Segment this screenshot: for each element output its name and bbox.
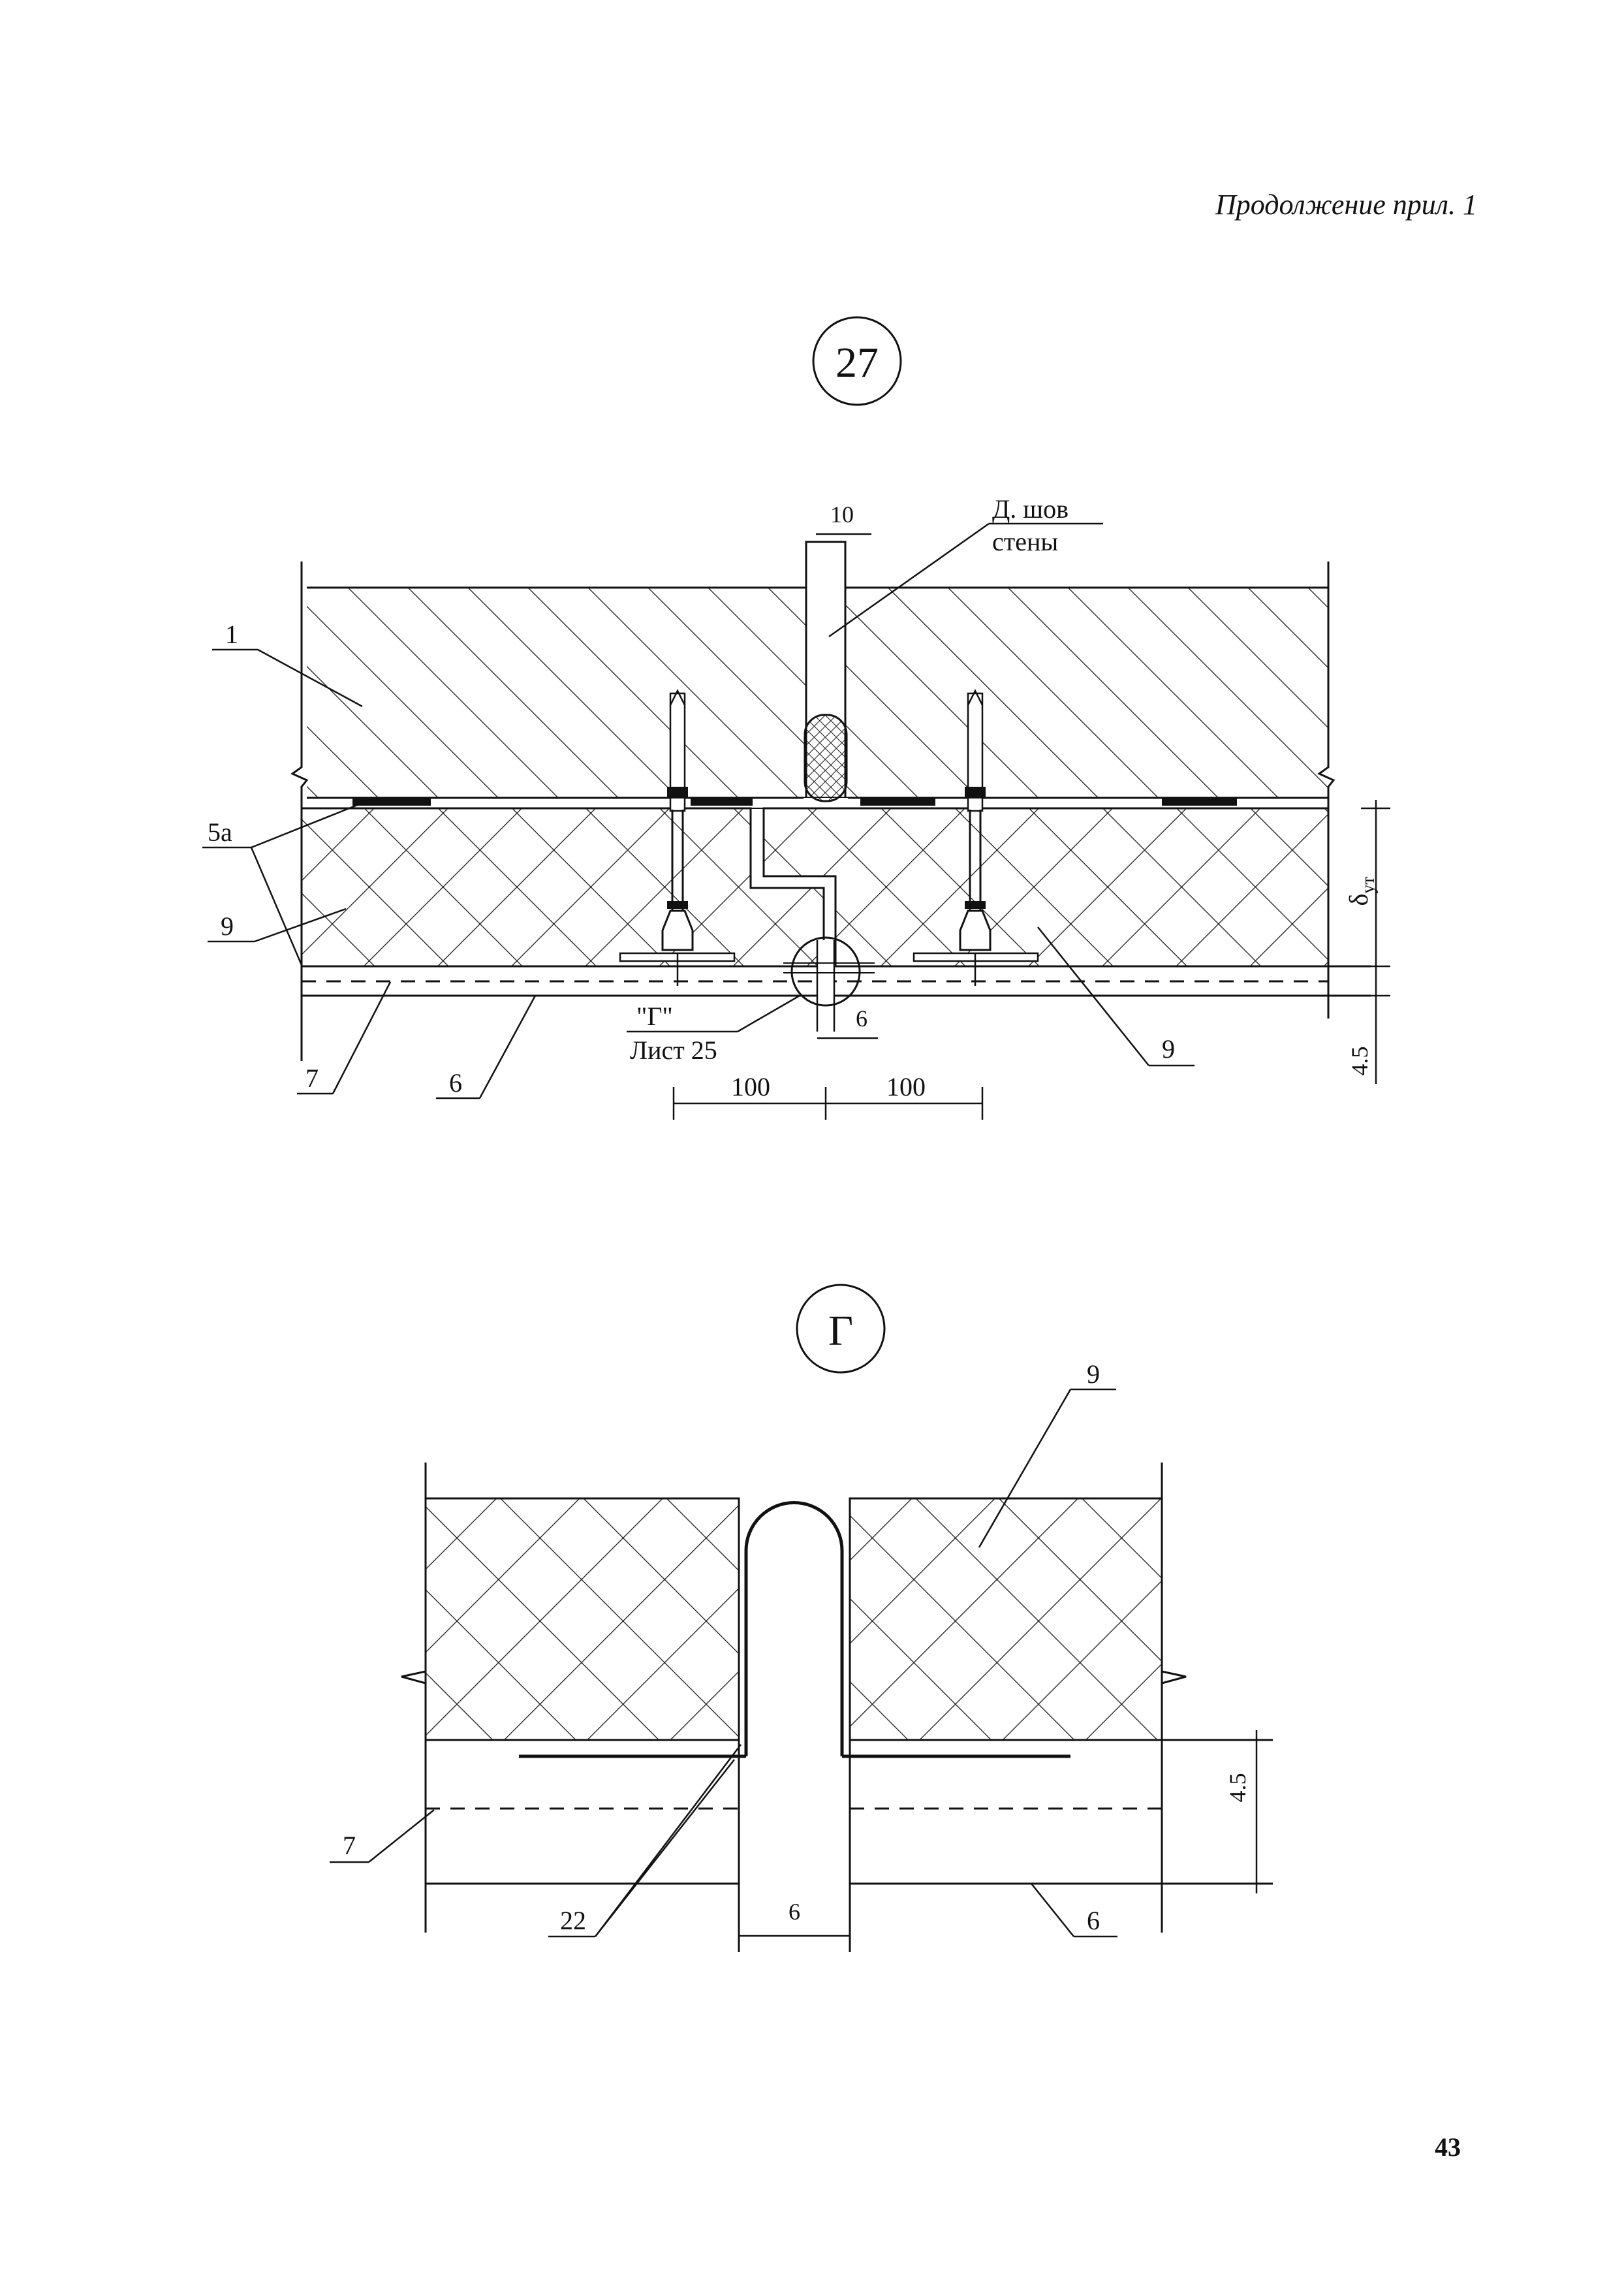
callout-9-g: 9 (1087, 1359, 1100, 1389)
callout-6: 6 (449, 1068, 462, 1098)
detail-g-marker: Г (828, 1307, 853, 1355)
joint-label-line2: стены (992, 527, 1058, 556)
callout-9-right: 9 (1162, 1034, 1175, 1064)
break-line-left-g (401, 1463, 427, 1933)
page-number: 43 (1435, 2132, 1461, 2162)
page-header: Продолжение прил. 1 (1215, 189, 1477, 221)
detail-27-marker-circle (812, 316, 902, 406)
callout-1: 1 (225, 620, 238, 649)
joint-label-line1: Д. шов (992, 494, 1069, 524)
detail-g-marker-circle (796, 1284, 886, 1374)
insulation-left (300, 807, 825, 968)
insulation-right-g (849, 1497, 1163, 1741)
break-line-right-g (1161, 1463, 1187, 1933)
sealing-cord (804, 714, 848, 802)
callout-9-left: 9 (221, 911, 234, 941)
plaster-thickness-label-g: 4.5 (1225, 1773, 1251, 1803)
insulation-left-g (424, 1497, 740, 1741)
insulation-right (762, 807, 1330, 968)
callout-5a: 5а (208, 817, 232, 847)
anchor-right (913, 689, 1039, 986)
callout-7: 7 (305, 1064, 319, 1093)
detail-g-reference-circle (790, 936, 861, 1007)
callout-7-g: 7 (343, 1831, 356, 1860)
joint-label-leader (828, 522, 990, 638)
callout-6-g: 6 (1087, 1906, 1100, 1935)
plaster-thickness-label: 4.5 (1347, 1047, 1373, 1076)
reference-mark: "Г" (636, 1002, 673, 1031)
detail-27-marker: 27 (835, 339, 879, 387)
callout-22-g: 22 (560, 1906, 586, 1935)
dim-100-right: 100 (886, 1072, 926, 1101)
insulation-thickness-label: δут (1344, 876, 1379, 906)
anchor-left (619, 689, 736, 986)
u-profile (744, 1501, 844, 1756)
detail-g: Г 6 4.5 9 7 (330, 1284, 1273, 1952)
joint-width-label: 10 (830, 501, 854, 528)
dim-100-left: 100 (731, 1072, 770, 1101)
gap-label-g: 6 (789, 1899, 800, 1925)
detail-27: 27 (202, 316, 1390, 1120)
adhesive-strips (352, 798, 1237, 806)
gap-label: 6 (856, 1005, 867, 1032)
reference-sheet: Лист 25 (630, 1036, 717, 1065)
